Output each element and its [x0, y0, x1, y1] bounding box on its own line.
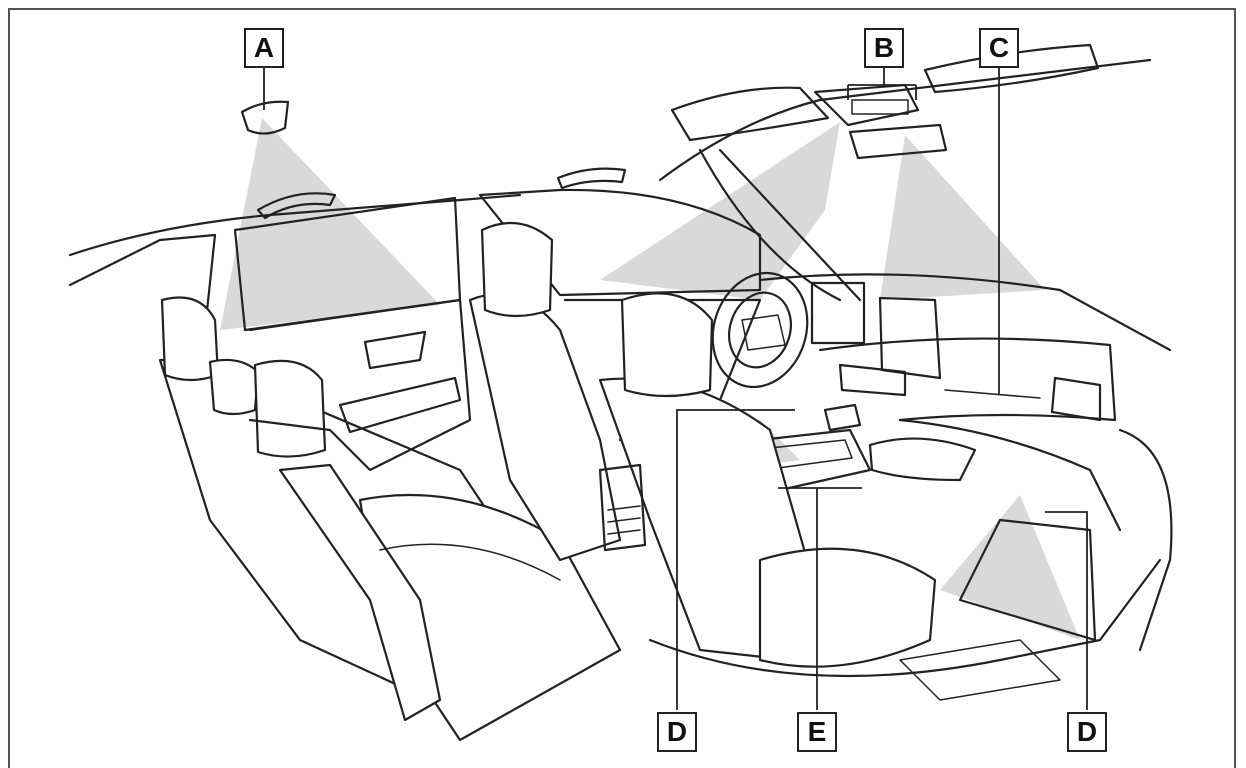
- callout-d-right: D: [1067, 712, 1107, 752]
- rear-headrest-right: [255, 361, 325, 457]
- glovebox: [870, 439, 975, 480]
- passenger-vent: [1052, 378, 1100, 420]
- light-beam-b: [600, 122, 840, 300]
- rear-door-armrest: [340, 378, 460, 432]
- callout-b: B: [864, 28, 904, 68]
- rearview-mirror: [850, 125, 946, 158]
- instrument-cluster: [812, 283, 864, 343]
- center-vent: [840, 365, 905, 395]
- rear-headrest-center: [210, 360, 258, 414]
- steering-hub: [742, 315, 785, 350]
- callout-a: A: [244, 28, 284, 68]
- callout-c: C: [979, 28, 1019, 68]
- dash-accent-strip: [945, 390, 1040, 398]
- sun-visor-left: [672, 88, 828, 140]
- rear-door-handle: [365, 332, 425, 368]
- light-beam-d-right: [940, 495, 1080, 640]
- callout-d-left: D: [657, 712, 697, 752]
- light-beam-a: [220, 118, 440, 330]
- callout-e: E: [797, 712, 837, 752]
- front-left-headrest: [482, 223, 552, 316]
- dashboard-front: [820, 339, 1115, 420]
- driver-headrest: [622, 293, 712, 396]
- overhead-lamp-lens: [852, 100, 908, 114]
- center-display: [880, 298, 940, 378]
- front-floor-mat: [900, 640, 1060, 700]
- front-grab-handle: [558, 169, 625, 188]
- door-sill: [1120, 430, 1171, 650]
- shifter: [825, 405, 860, 430]
- driver-seat-cushion: [760, 549, 935, 667]
